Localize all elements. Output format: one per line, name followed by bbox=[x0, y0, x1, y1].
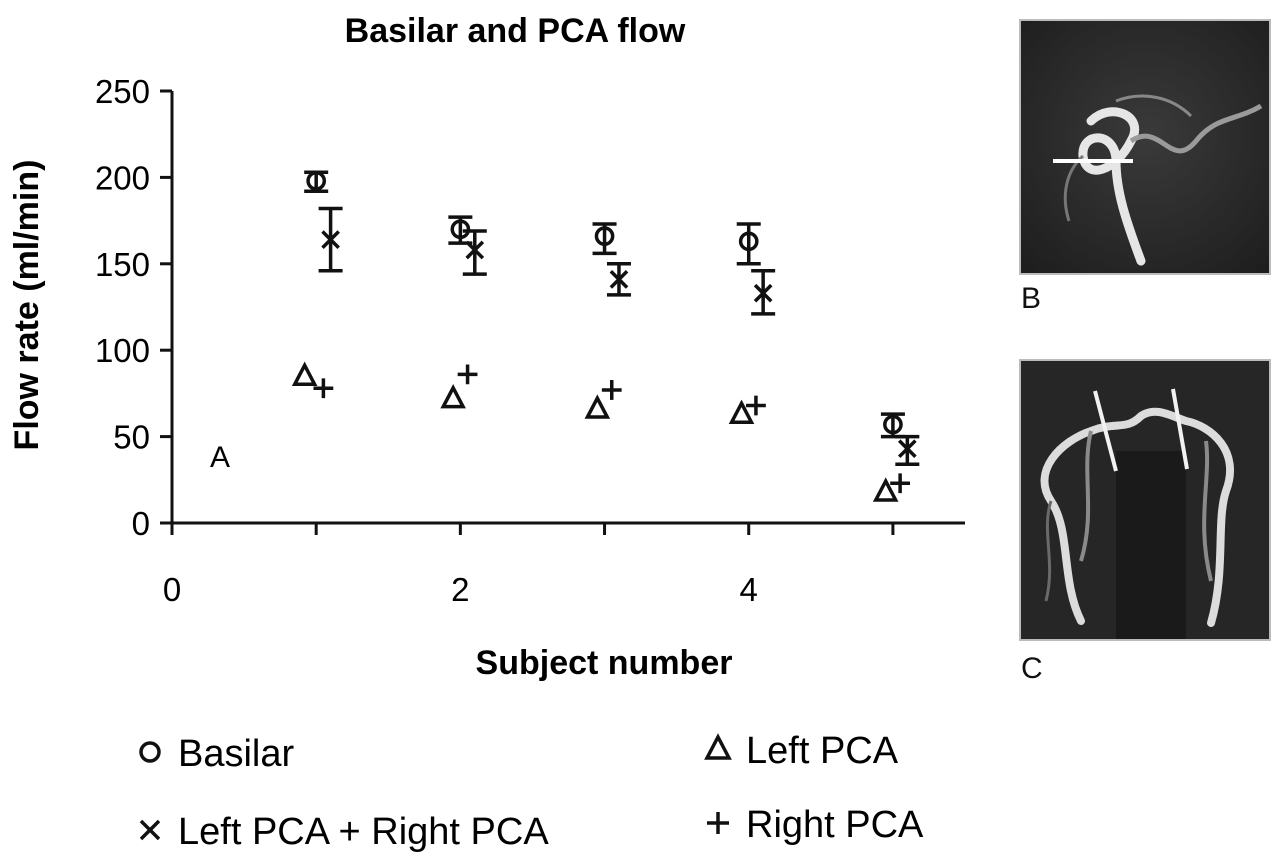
legend-item: Right PCA bbox=[707, 804, 924, 846]
series-triangle bbox=[291, 361, 899, 502]
legend-item: Basilar bbox=[139, 733, 294, 775]
y-tick-label: 250 bbox=[95, 73, 150, 110]
plot-marks bbox=[291, 170, 920, 502]
data-point-x bbox=[321, 230, 340, 249]
legend-label: Left PCA bbox=[746, 730, 899, 772]
data-point-plus bbox=[601, 380, 622, 400]
y-tick-label: 200 bbox=[95, 159, 150, 196]
data-point-circle bbox=[738, 231, 759, 252]
series-plus bbox=[313, 364, 911, 494]
panel-label-b: B bbox=[1021, 282, 1042, 315]
angiogram-image-b bbox=[1019, 19, 1271, 275]
legend-marker-circle bbox=[139, 741, 161, 763]
data-point-plus bbox=[313, 378, 334, 399]
data-point-x bbox=[897, 439, 917, 459]
panel-label-a: A bbox=[210, 441, 230, 474]
x-axis-title: Subject number bbox=[476, 644, 733, 682]
measurement-line-right bbox=[1171, 388, 1189, 470]
data-point-circle bbox=[594, 226, 615, 247]
data-point-circle bbox=[306, 171, 327, 191]
data-point-triangle bbox=[584, 394, 611, 419]
y-tick-label: 150 bbox=[95, 246, 150, 283]
legend-label: Basilar bbox=[178, 733, 294, 775]
angiogram-b-graphic bbox=[1021, 21, 1269, 273]
data-point-plus bbox=[457, 364, 478, 385]
data-point-triangle bbox=[872, 477, 899, 502]
series-x bbox=[318, 206, 920, 466]
panel-label-c: C bbox=[1021, 652, 1043, 685]
legend-marker-x bbox=[139, 819, 161, 841]
data-point-triangle bbox=[291, 361, 318, 386]
error-bar bbox=[462, 229, 487, 276]
data-point-x bbox=[465, 240, 485, 260]
data-point-triangle bbox=[728, 399, 755, 424]
data-point-x bbox=[753, 283, 773, 303]
x-tick-label: 2 bbox=[451, 571, 469, 608]
legend-marker-triangle bbox=[704, 733, 732, 760]
data-point-triangle bbox=[440, 384, 466, 409]
error-bar bbox=[736, 222, 761, 266]
chart-title: Basilar and PCA flow bbox=[345, 12, 686, 50]
data-point-circle bbox=[883, 414, 903, 435]
legend-item: Left PCA bbox=[704, 730, 899, 772]
legend-marker-plus bbox=[707, 812, 729, 834]
angiogram-image-c bbox=[1019, 359, 1271, 641]
data-point-plus bbox=[890, 473, 911, 494]
angiogram-c-graphic bbox=[1021, 361, 1269, 639]
y-axis: 0 50 100 150 200 250 bbox=[95, 73, 174, 542]
data-point-x bbox=[609, 270, 629, 289]
y-tick-label: 100 bbox=[95, 332, 150, 369]
measurement-line-left bbox=[1093, 390, 1118, 472]
legend-label: Left PCA + Right PCA bbox=[178, 811, 549, 853]
y-tick-label: 50 bbox=[113, 419, 150, 456]
legend-item: Left PCA + Right PCA bbox=[139, 811, 549, 853]
series-circle bbox=[304, 170, 905, 439]
legend-label: Right PCA bbox=[746, 804, 924, 846]
x-tick-label: 0 bbox=[163, 571, 181, 608]
y-tick-label: 0 bbox=[132, 505, 150, 542]
x-tick-label: 4 bbox=[740, 571, 758, 608]
data-point-plus bbox=[746, 395, 766, 416]
x-axis: 0 2 4 bbox=[163, 521, 965, 608]
y-axis-title: Flow rate (ml/min) bbox=[8, 160, 46, 451]
